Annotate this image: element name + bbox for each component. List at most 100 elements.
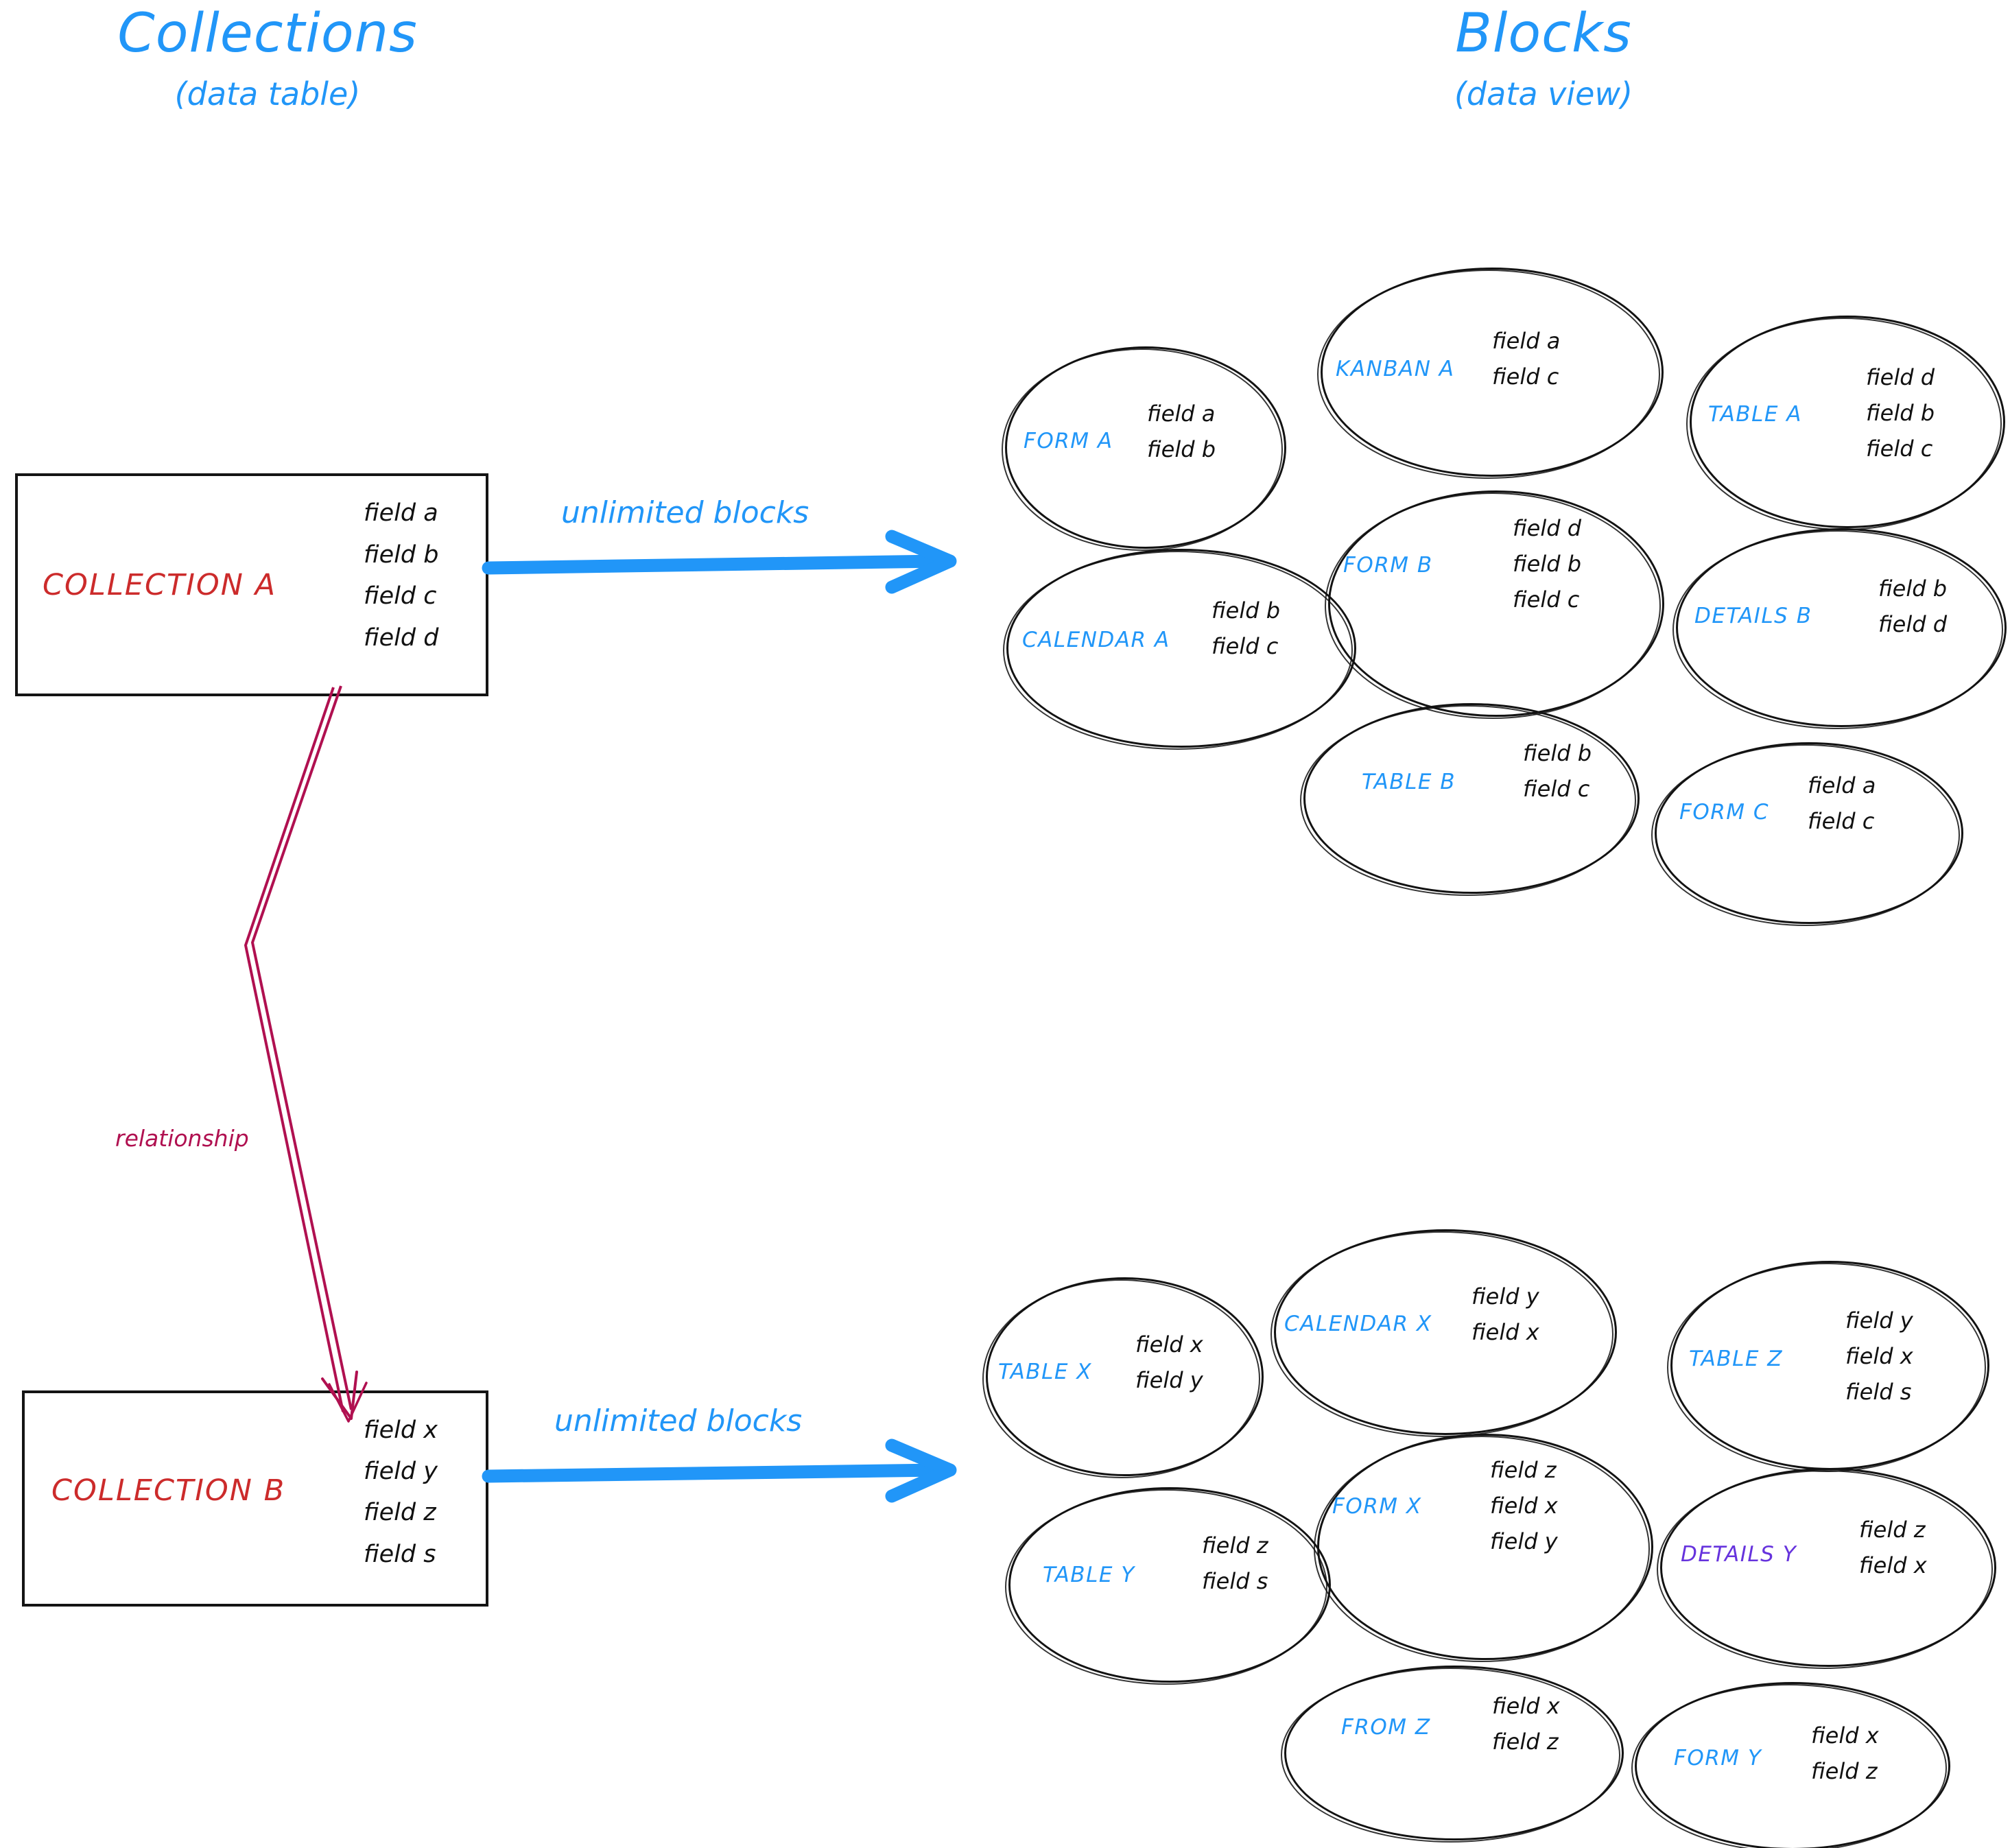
block-form-a-fields: field a field b	[1147, 396, 1216, 468]
block-kanban-a[interactable]	[1317, 268, 1664, 479]
collection-a-field-0: field a	[364, 499, 438, 527]
collection-b-field-1: field y	[364, 1458, 438, 1486]
block-table-y-fields: field z field s	[1202, 1528, 1268, 1600]
ellipse-outline-sketch	[982, 1279, 1260, 1478]
ellipse-outline-sketch	[1281, 1668, 1620, 1843]
field: field x	[1492, 1693, 1560, 1719]
collection-a-label: COLLECTION A	[43, 568, 277, 602]
collection-b-field-3: field s	[364, 1540, 436, 1568]
field: field d	[1513, 515, 1582, 541]
blocks-title-block: Blocks (data view)	[1303, 7, 1784, 110]
collection-b-box[interactable]	[22, 1390, 488, 1607]
ellipse-outline-sketch	[1325, 493, 1661, 719]
block-form-c-label: FORM C	[1679, 800, 1770, 825]
collection-a-field-1: field b	[364, 541, 439, 569]
block-form-c[interactable]	[1651, 742, 1963, 926]
ellipse-outline-sketch	[1657, 1470, 1993, 1669]
block-table-x[interactable]	[982, 1277, 1264, 1478]
block-details-b-fields: field b field d	[1878, 571, 1947, 643]
block-form-a-label: FORM A	[1024, 429, 1113, 453]
block-form-y-label: FORM Y	[1674, 1746, 1762, 1770]
block-details-y-label: DETAILS Y	[1681, 1542, 1797, 1567]
block-calendar-a-fields: field b field c	[1211, 593, 1280, 665]
block-form-x-label: FORM X	[1332, 1494, 1422, 1519]
collections-title: Collections	[117, 3, 418, 64]
field: field z	[1492, 1728, 1559, 1755]
collection-b-fields: field x field y field z field s	[364, 1410, 438, 1575]
block-from-z-fields: field x field z	[1492, 1689, 1560, 1760]
block-table-z-fields: field y field x field s	[1845, 1303, 1913, 1410]
field: field c	[1808, 807, 1875, 834]
field: field b	[1523, 740, 1592, 766]
collection-a-box[interactable]	[15, 473, 488, 696]
ellipse-outline-sketch	[1672, 530, 2003, 729]
block-table-a-label: TABLE A	[1708, 402, 1802, 427]
field: field c	[1492, 363, 1559, 390]
relationship-label: relationship	[115, 1125, 249, 1152]
relationship-connector	[244, 685, 368, 1423]
unlimited-blocks-arrow-bottom	[482, 1438, 957, 1503]
field: field y	[1845, 1307, 1913, 1334]
field: field b	[1211, 597, 1281, 624]
unlimited-blocks-arrow-top	[482, 530, 957, 594]
field: field x	[1471, 1318, 1539, 1345]
field: field a	[1147, 401, 1216, 427]
collection-b-field-2: field z	[364, 1499, 436, 1527]
block-from-z[interactable]	[1281, 1666, 1624, 1843]
block-calendar-x[interactable]	[1270, 1229, 1617, 1437]
collection-b-label: COLLECTION B	[51, 1473, 286, 1508]
block-form-a[interactable]	[1002, 346, 1286, 551]
field: field b	[1513, 550, 1582, 577]
block-details-y[interactable]	[1657, 1468, 1996, 1669]
block-table-b-label: TABLE B	[1362, 770, 1456, 794]
block-form-b[interactable]	[1325, 490, 1664, 719]
collection-a-field-2: field c	[364, 582, 437, 611]
field: field y	[1490, 1528, 1558, 1554]
field: field x	[1845, 1342, 1913, 1369]
block-form-b-label: FORM B	[1343, 553, 1433, 578]
ellipse-outline-sketch	[1300, 705, 1636, 896]
field: field d	[1878, 611, 1948, 637]
field: field s	[1202, 1567, 1268, 1594]
collection-a-fields: field a field b field c field d	[364, 493, 438, 659]
block-calendar-x-label: CALENDAR X	[1284, 1312, 1432, 1336]
field: field z	[1859, 1517, 1926, 1543]
ellipse-outline-sketch	[1631, 1684, 1947, 1848]
block-form-b-fields: field d field b field c	[1513, 511, 1581, 617]
field: field z	[1490, 1457, 1557, 1483]
collection-a-field-3: field d	[364, 624, 439, 652]
field: field y	[1471, 1283, 1539, 1310]
blocks-title: Blocks	[1455, 3, 1632, 64]
block-calendar-a-label: CALENDAR A	[1022, 628, 1170, 652]
field: field c	[1523, 775, 1590, 802]
block-table-b[interactable]	[1300, 703, 1640, 896]
field: field b	[1866, 399, 1935, 426]
unlimited-blocks-label-bottom: unlimited blocks	[554, 1403, 803, 1438]
field: field z	[1811, 1757, 1878, 1784]
block-kanban-a-fields: field a field c	[1492, 324, 1560, 395]
block-kanban-a-label: KANBAN A	[1336, 357, 1455, 381]
block-table-z-label: TABLE Z	[1689, 1347, 1784, 1371]
block-form-x[interactable]	[1314, 1434, 1653, 1662]
field: field z	[1202, 1532, 1268, 1559]
field: field c	[1866, 435, 1933, 462]
ellipse-outline-sketch	[1317, 270, 1660, 479]
block-details-b[interactable]	[1672, 528, 2007, 729]
block-table-y-label: TABLE Y	[1043, 1563, 1135, 1587]
field: field s	[1845, 1378, 1912, 1405]
field: field x	[1859, 1552, 1927, 1578]
field: field x	[1811, 1722, 1879, 1749]
block-calendar-x-fields: field y field x	[1471, 1279, 1539, 1351]
block-form-y[interactable]	[1631, 1682, 1950, 1848]
field: field a	[1808, 772, 1876, 798]
block-details-b-label: DETAILS B	[1694, 604, 1812, 628]
ellipse-outline-sketch	[1651, 744, 1960, 926]
block-details-y-fields: field z field x	[1859, 1513, 1927, 1584]
block-table-x-fields: field x field y	[1135, 1327, 1203, 1399]
block-from-z-label: FROM Z	[1341, 1715, 1431, 1740]
field: field d	[1866, 364, 1935, 390]
block-table-b-fields: field b field c	[1523, 736, 1592, 807]
field: field c	[1513, 586, 1580, 613]
field: field y	[1135, 1366, 1203, 1393]
ellipse-outline-sketch	[1002, 348, 1283, 551]
